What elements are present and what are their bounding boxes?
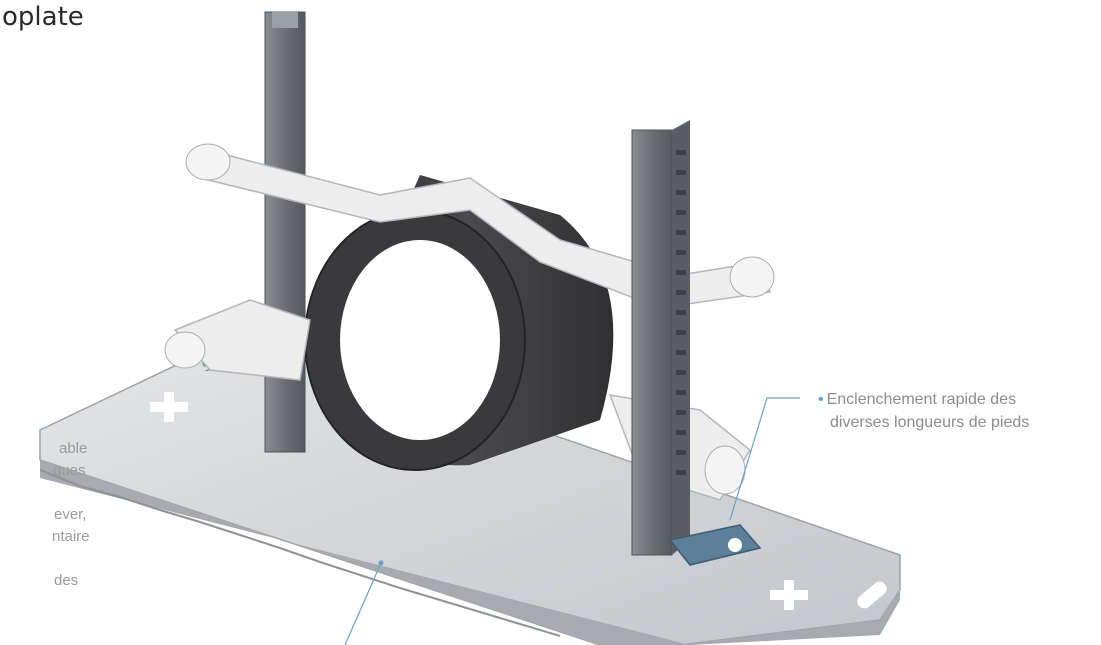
callout-line-2: diverses longueurs de pieds: [830, 414, 1030, 431]
callout-left-fragment: des: [54, 572, 79, 589]
callout-left-fragment: able: [59, 440, 88, 457]
rail-slot: [857, 581, 887, 609]
right-upright: [631, 120, 690, 556]
callout-left-fragment: ntaire: [52, 528, 90, 545]
upper-clamp: [185, 143, 775, 309]
quick-release-clip: [668, 524, 762, 566]
pipe: [304, 175, 614, 471]
page-title: oplate: [2, 2, 84, 32]
lower-clamp-left: [164, 299, 311, 381]
bullet-icon: •: [818, 391, 824, 408]
leader-line-bottom: [344, 562, 382, 645]
callout-left-fragment: ever,: [54, 506, 87, 523]
leader-dot: [378, 560, 384, 566]
callout-line-1: Enclenchement rapide des: [826, 391, 1017, 408]
rail-cross-cutout: [770, 580, 808, 610]
rail-cross-cutout: [150, 392, 188, 422]
leader-line-right: [729, 397, 800, 521]
callout-left-fragment: ques: [53, 462, 86, 479]
left-upright: [264, 11, 306, 453]
callout-quick-engage: •Enclenchement rapide des diverses longu…: [818, 388, 1098, 434]
